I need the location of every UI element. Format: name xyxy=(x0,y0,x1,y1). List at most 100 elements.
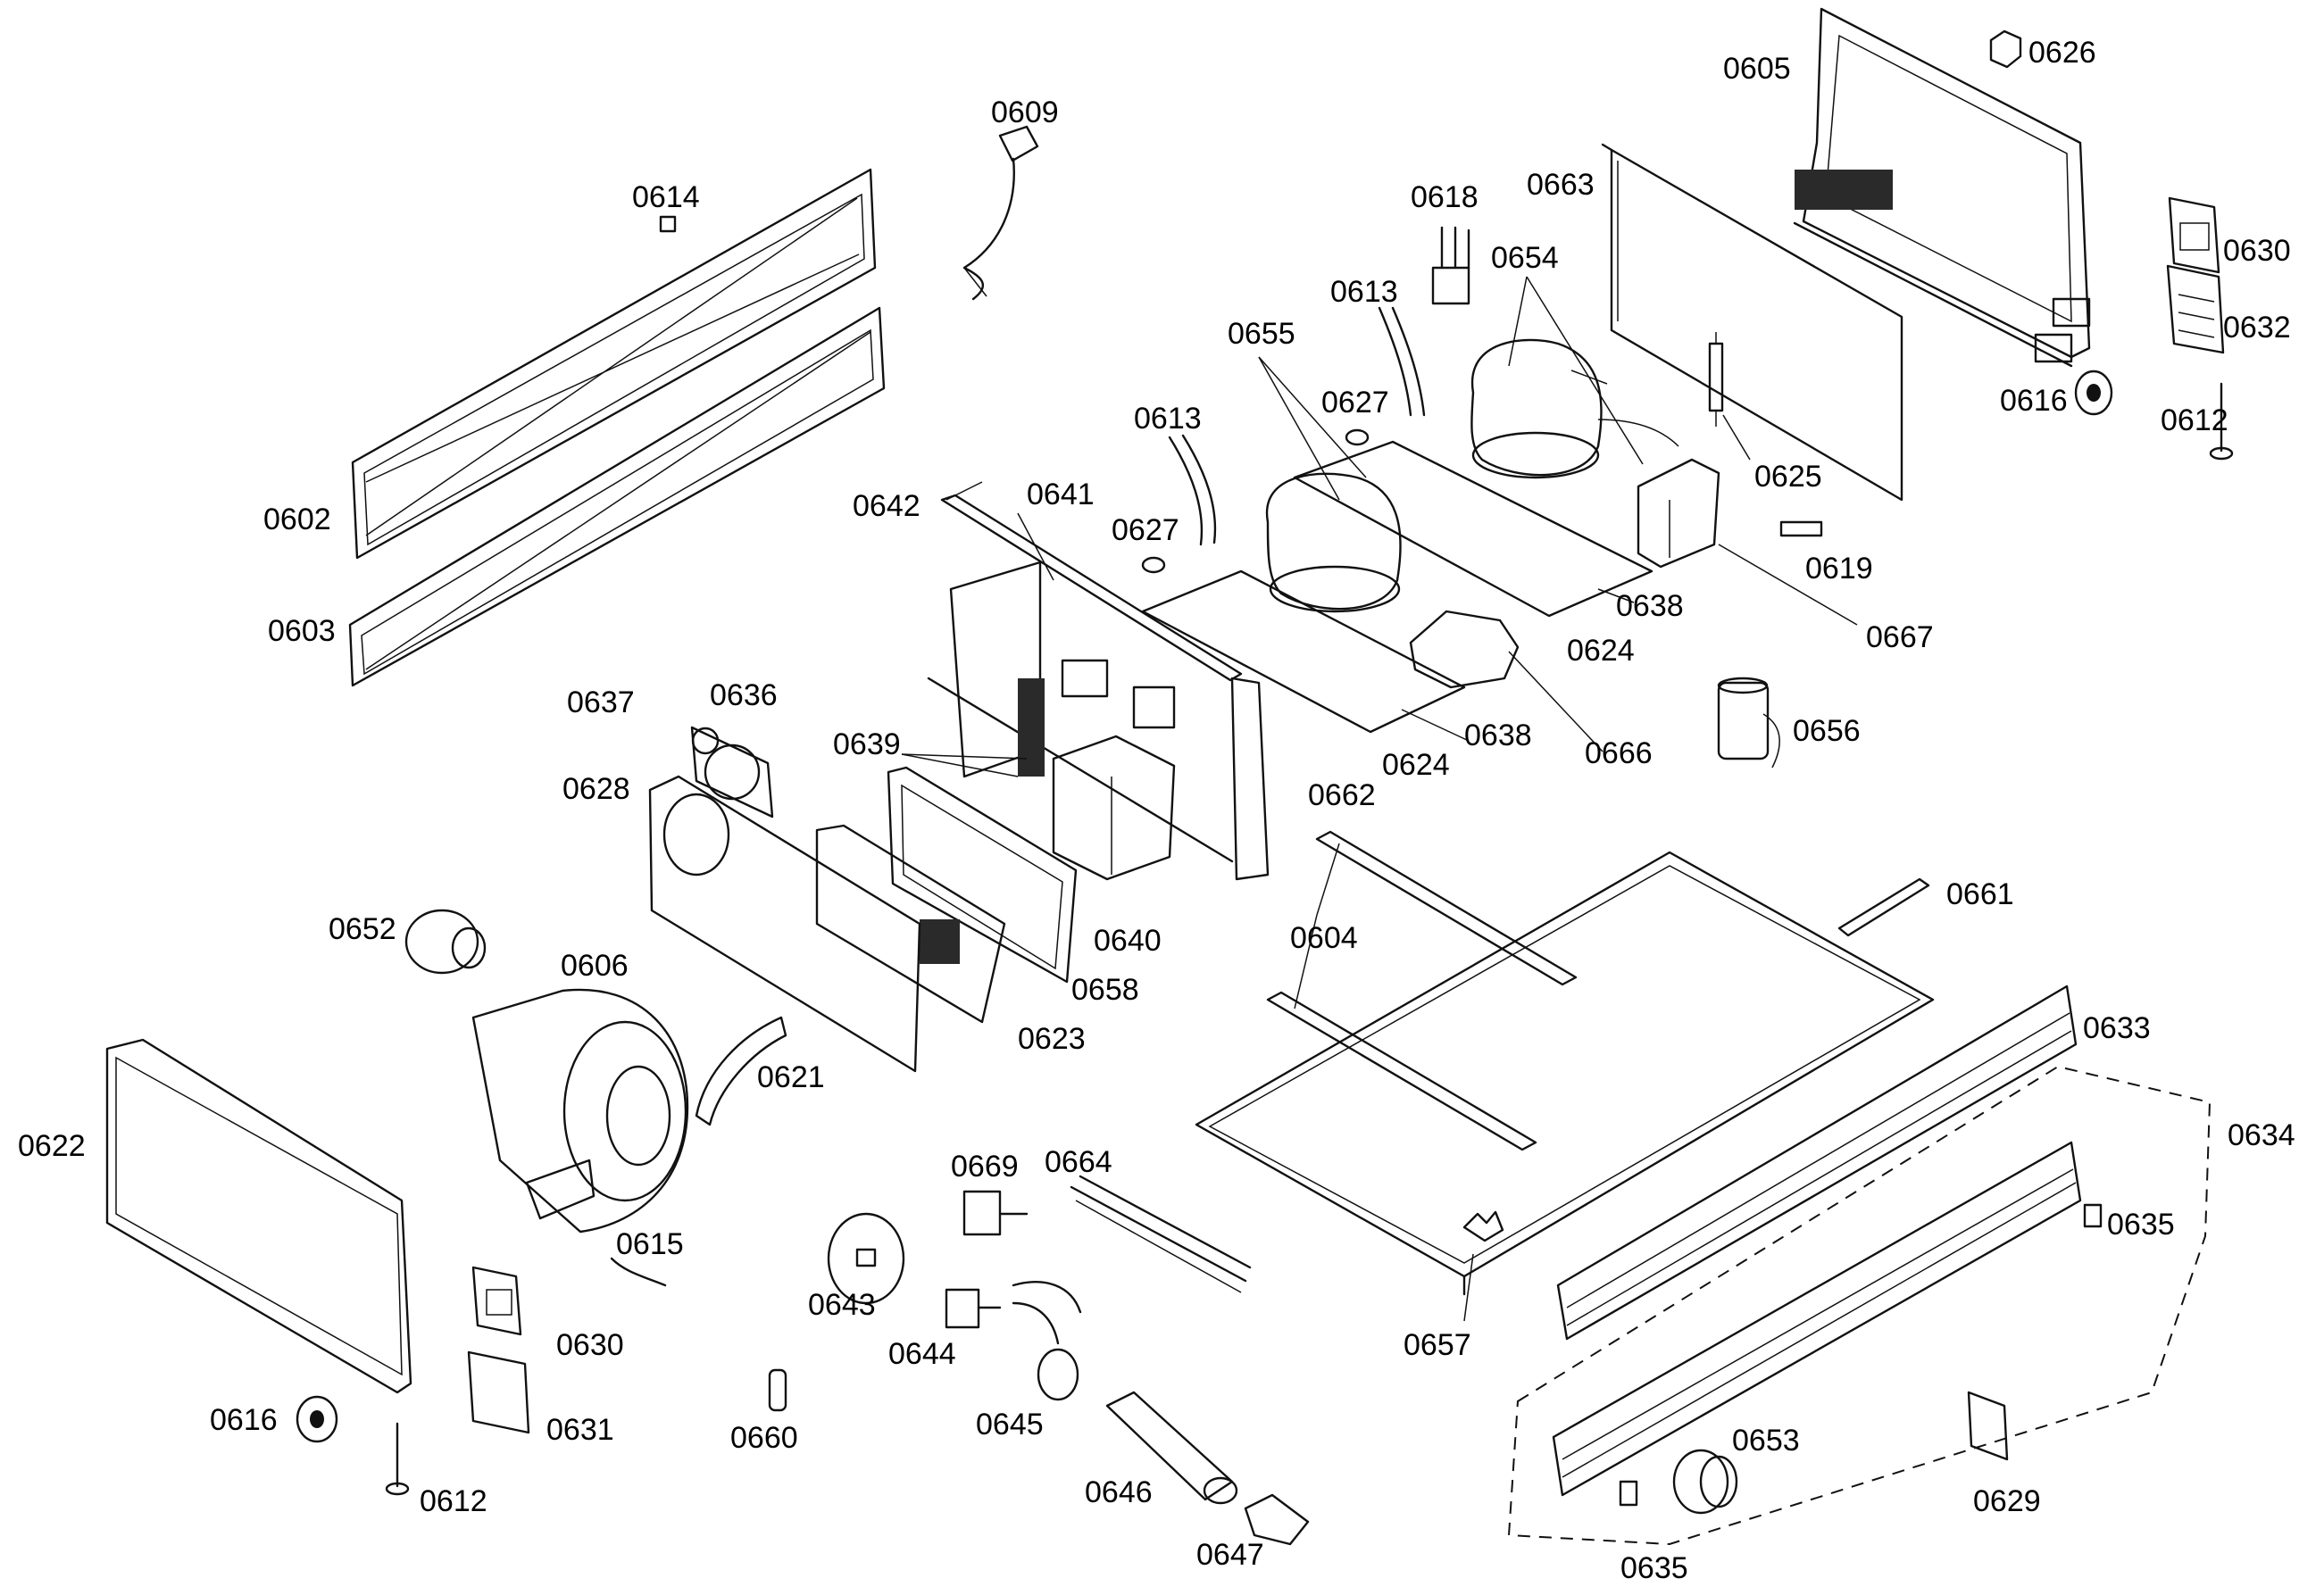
label-0605: 0605 xyxy=(1723,52,1791,86)
label-0631: 0631 xyxy=(546,1413,614,1447)
label-0612-bottom: 0612 xyxy=(420,1484,487,1518)
fan-0636 xyxy=(690,726,774,818)
label-0616-top: 0616 xyxy=(2000,384,2068,418)
bolt-0612-top xyxy=(2209,382,2234,461)
label-0638-lower: 0638 xyxy=(1464,719,1532,752)
label-0642: 0642 xyxy=(853,489,920,523)
part-0637 xyxy=(691,727,720,755)
part-0635-right xyxy=(2083,1203,2103,1228)
label-0609: 0609 xyxy=(991,96,1059,129)
panel-0663 xyxy=(1601,143,1903,502)
harness-0664 xyxy=(1070,1175,1252,1293)
label-0636: 0636 xyxy=(710,678,778,712)
caster-0616-bottom xyxy=(296,1395,338,1443)
panel-0605 xyxy=(1793,7,2091,368)
filter-0625 xyxy=(1708,332,1724,427)
bar-0642 xyxy=(940,494,1243,682)
box-0640 xyxy=(1052,735,1176,881)
label-0628: 0628 xyxy=(562,772,630,806)
label-0639: 0639 xyxy=(833,727,901,761)
relay-box-0667 xyxy=(1637,458,1720,569)
base-frame xyxy=(1195,851,1935,1296)
label-0632: 0632 xyxy=(2223,311,2291,345)
part-0619 xyxy=(1779,520,1823,537)
bracket-0621 xyxy=(695,1016,787,1126)
part-0626 xyxy=(1989,29,2022,69)
label-0616-bottom: 0616 xyxy=(210,1403,278,1437)
label-0618: 0618 xyxy=(1411,180,1479,214)
label-0663: 0663 xyxy=(1527,168,1595,202)
label-0634: 0634 xyxy=(2228,1118,2295,1152)
motor-0652 xyxy=(404,909,487,975)
clip-0614 xyxy=(659,215,677,233)
label-0604: 0604 xyxy=(1290,921,1358,955)
label-0640: 0640 xyxy=(1094,924,1162,958)
label-0641: 0641 xyxy=(1027,478,1095,511)
panel-0658 xyxy=(887,766,1078,984)
label-0638-upper: 0638 xyxy=(1616,589,1684,623)
label-0654: 0654 xyxy=(1491,241,1559,275)
panel-0622 xyxy=(105,1038,412,1394)
bolt-0612-bottom xyxy=(385,1422,410,1496)
bracket-0631 xyxy=(467,1350,530,1434)
panel-0628 xyxy=(648,775,921,1073)
power-cord-0609 xyxy=(962,125,1039,301)
part-0647 xyxy=(1244,1493,1310,1546)
hose-0613-right xyxy=(1378,306,1426,417)
pin-0660 xyxy=(768,1368,787,1412)
bracket-0630-bottom xyxy=(471,1266,522,1336)
leader-lines xyxy=(901,276,1858,1322)
label-0624-upper: 0624 xyxy=(1567,634,1635,668)
bracket-0632 xyxy=(2166,264,2225,354)
label-0630-top: 0630 xyxy=(2223,234,2291,268)
grommet-0627-b xyxy=(1141,556,1166,574)
bar-0604-upper xyxy=(1315,830,1578,986)
valve-0644 xyxy=(945,1288,1002,1329)
label-0606: 0606 xyxy=(561,949,629,983)
bar-0604-lower xyxy=(1266,991,1537,1151)
drum-0606 xyxy=(471,988,689,1234)
tube-0646 xyxy=(1105,1391,1238,1505)
label-0623: 0623 xyxy=(1018,1022,1086,1056)
base-plate-0624-upper xyxy=(1293,440,1653,618)
grille-0633 xyxy=(1556,984,2078,1341)
label-0637: 0637 xyxy=(567,685,635,719)
control-board-0623 xyxy=(815,824,1006,1024)
panel-0603 xyxy=(348,306,886,687)
grille-assembly-0634 xyxy=(1507,1065,2212,1546)
label-0662: 0662 xyxy=(1308,778,1376,812)
cable-0615 xyxy=(610,1257,667,1287)
label-0602: 0602 xyxy=(263,503,331,536)
caster-0616-top xyxy=(2074,370,2113,416)
part-0639 xyxy=(1018,659,1176,777)
label-0629: 0629 xyxy=(1973,1484,2041,1518)
label-0666: 0666 xyxy=(1585,736,1653,770)
part-labels: 0602 0603 0614 0609 0605 0626 0630 0632 … xyxy=(18,36,2295,1585)
part-0645 xyxy=(1012,1281,1082,1401)
label-0652: 0652 xyxy=(329,912,396,946)
bar-0661 xyxy=(1837,877,1930,937)
valve-0669 xyxy=(962,1190,1029,1236)
label-0612-top: 0612 xyxy=(2161,403,2228,437)
label-0627-a: 0627 xyxy=(1321,386,1389,420)
label-0669: 0669 xyxy=(951,1150,1019,1184)
label-0660: 0660 xyxy=(730,1421,798,1455)
label-0624-lower: 0624 xyxy=(1382,748,1450,782)
motor-0643 xyxy=(827,1212,905,1305)
part-0657 xyxy=(1462,1210,1504,1242)
label-0619: 0619 xyxy=(1805,552,1873,586)
part-0618 xyxy=(1431,226,1470,305)
label-0614: 0614 xyxy=(632,180,700,214)
panel-0602 xyxy=(351,168,877,560)
label-0633: 0633 xyxy=(2083,1011,2151,1045)
label-0625: 0625 xyxy=(1754,460,1822,494)
label-0655: 0655 xyxy=(1228,317,1295,351)
label-0613-right: 0613 xyxy=(1330,275,1398,309)
base-plate-0624-lower xyxy=(1141,569,1466,734)
label-0621: 0621 xyxy=(757,1060,825,1094)
grommet-0627-a xyxy=(1345,428,1370,446)
label-0645: 0645 xyxy=(976,1408,1044,1441)
label-0603: 0603 xyxy=(268,614,336,648)
label-0635-bottom: 0635 xyxy=(1620,1551,1688,1585)
label-0664: 0664 xyxy=(1045,1145,1112,1179)
